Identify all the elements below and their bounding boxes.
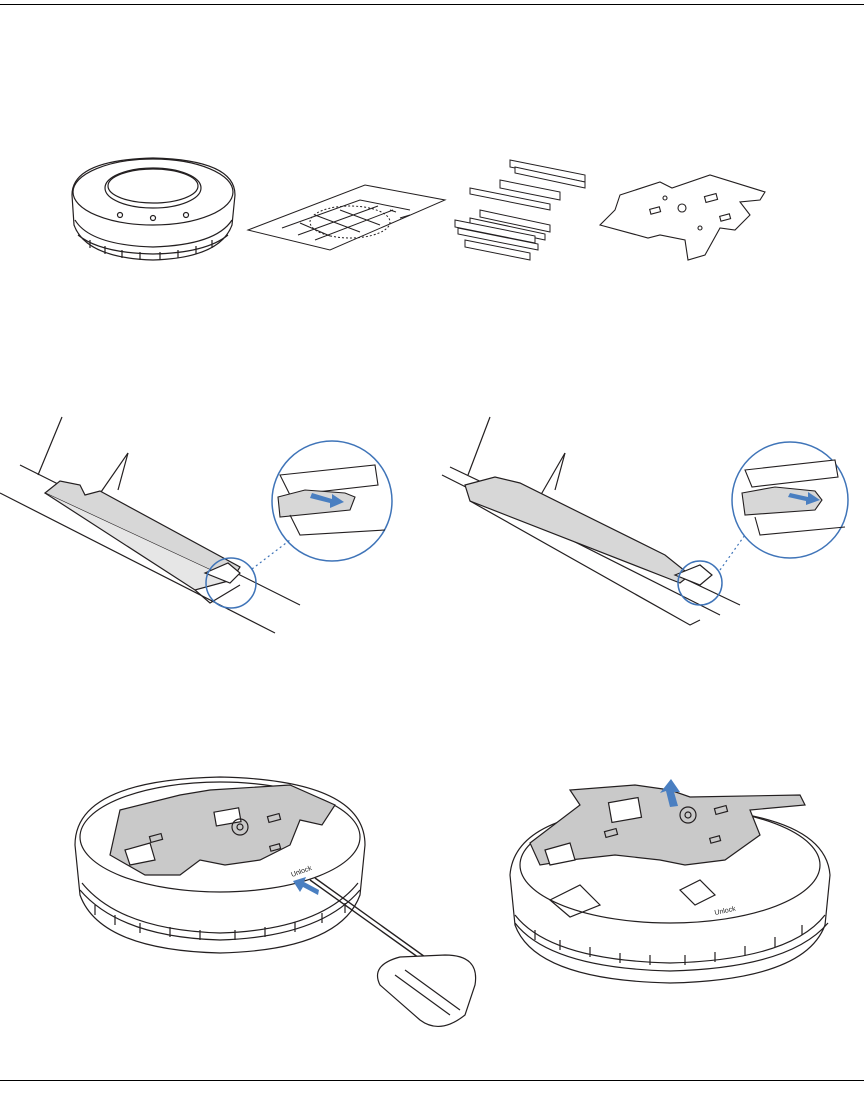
bracket-lift-icon bbox=[510, 785, 830, 983]
ceiling-rail-adapters-icon bbox=[455, 160, 585, 260]
package-contents-figure bbox=[60, 140, 780, 280]
rail-adapter-wide-icon bbox=[442, 417, 740, 625]
bracket-removal-figure: Unlock Unlock bbox=[60, 765, 840, 1065]
mounting-template-icon bbox=[248, 185, 445, 250]
access-point-icon bbox=[72, 158, 235, 260]
screwdriver-unlock-icon bbox=[75, 777, 476, 1026]
bottom-rule bbox=[0, 1080, 864, 1081]
rail-adapter-install-figure bbox=[0, 405, 864, 645]
mounting-bracket-icon bbox=[600, 175, 765, 260]
rail-adapter-narrow-icon bbox=[0, 417, 300, 633]
top-rule bbox=[0, 4, 864, 5]
